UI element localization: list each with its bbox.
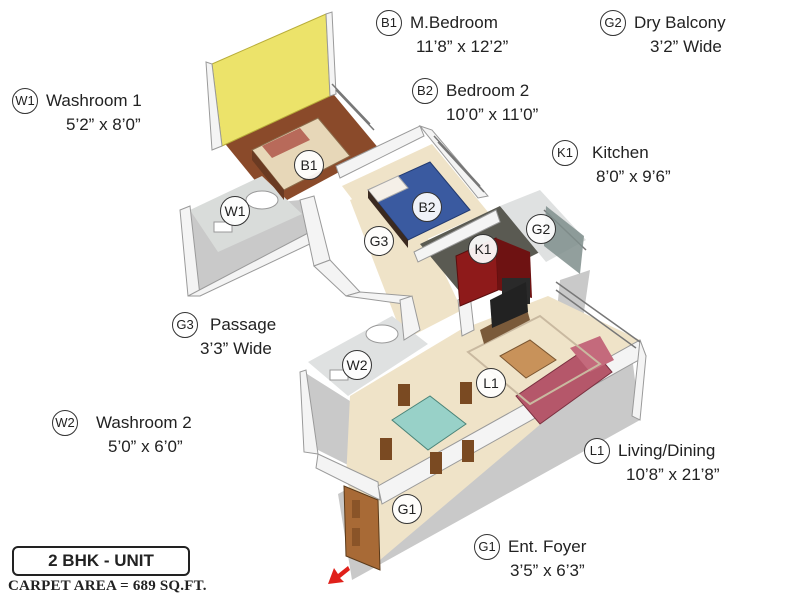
legend-code: W1 (12, 88, 38, 114)
room-name: Ent. Foyer (508, 537, 587, 556)
coffee-table-rug (466, 314, 602, 406)
room-dimensions: 3’3” Wide (200, 339, 272, 358)
unit-type-badge: 2 BHK - UNIT (12, 546, 190, 576)
room-dimensions: 3’2” Wide (650, 37, 722, 56)
legend-code: K1 (552, 140, 578, 166)
room-marker-b1: B1 (294, 150, 324, 180)
legend-b1: B1 M.Bedroom 11’8” x 12’2” (376, 10, 508, 58)
legend-w1: W1 Washroom 1 5’2” x 8’0” (12, 88, 142, 136)
legend-g2: G2 Dry Balcony 3’2” Wide (600, 10, 726, 58)
room-name: Washroom 2 (96, 413, 192, 432)
entry-arrow-icon (328, 566, 350, 584)
legend-code: W2 (52, 410, 78, 436)
legend-code: L1 (584, 438, 610, 464)
room-name: Living/Dining (618, 441, 716, 460)
room-name: Washroom 1 (46, 91, 142, 110)
room-marker-g3: G3 (364, 226, 394, 256)
legend-code: G2 (600, 10, 626, 36)
legend-code: B2 (412, 78, 438, 104)
room-dimensions: 8’0” x 9’6” (596, 167, 671, 186)
room-dimensions: 5’2” x 8’0” (66, 115, 141, 134)
room-name: Dry Balcony (634, 13, 726, 32)
room-name: Bedroom 2 (446, 81, 530, 100)
legend-b2: B2 Bedroom 2 10’0” x 11’0” (412, 78, 538, 126)
room-marker-g2: G2 (526, 214, 556, 244)
room-dimensions: 5’0” x 6’0” (108, 437, 183, 456)
entrance-door (343, 485, 381, 571)
room-dimensions: 10’0” x 11’0” (446, 105, 539, 124)
room-name: M.Bedroom (410, 13, 498, 32)
washroom-1-fixtures (213, 190, 279, 233)
room-marker-w1: W1 (220, 196, 250, 226)
room-name: Passage (210, 315, 277, 334)
carpet-area-label: CARPET AREA = 689 SQ.FT. (8, 578, 207, 594)
room-dimensions: 10’8” x 21’8” (626, 465, 720, 484)
room-dimensions: 11’8” x 12’2” (416, 37, 509, 56)
room-marker-g1: G1 (392, 494, 422, 524)
floor-passage (350, 180, 462, 340)
legend-w2: W2 Washroom 2 5’0” x 6’0” (52, 410, 192, 458)
room-marker-b2: B2 (412, 192, 442, 222)
room-name: Kitchen (592, 143, 649, 162)
legend-code: B1 (376, 10, 402, 36)
dining-set (380, 382, 474, 474)
legend-k1: K1 Kitchen 8’0” x 9’6” (552, 140, 671, 188)
legend-code: G1 (474, 534, 500, 560)
room-marker-w2: W2 (342, 350, 372, 380)
legend-l1: L1 Living/Dining 10’8” x 21’8” (584, 438, 720, 486)
room-dimensions: 3’5” x 6’3” (510, 561, 585, 580)
legend-g3: G3 Passage 3’3” Wide (172, 312, 276, 360)
room-marker-k1: K1 (468, 234, 498, 264)
room-marker-l1: L1 (476, 368, 506, 398)
legend-code: G3 (172, 312, 198, 338)
washroom-2-fixtures (329, 324, 399, 381)
tv-unit (480, 282, 530, 344)
legend-g1: G1 Ent. Foyer 3’5” x 6’3” (474, 534, 586, 582)
